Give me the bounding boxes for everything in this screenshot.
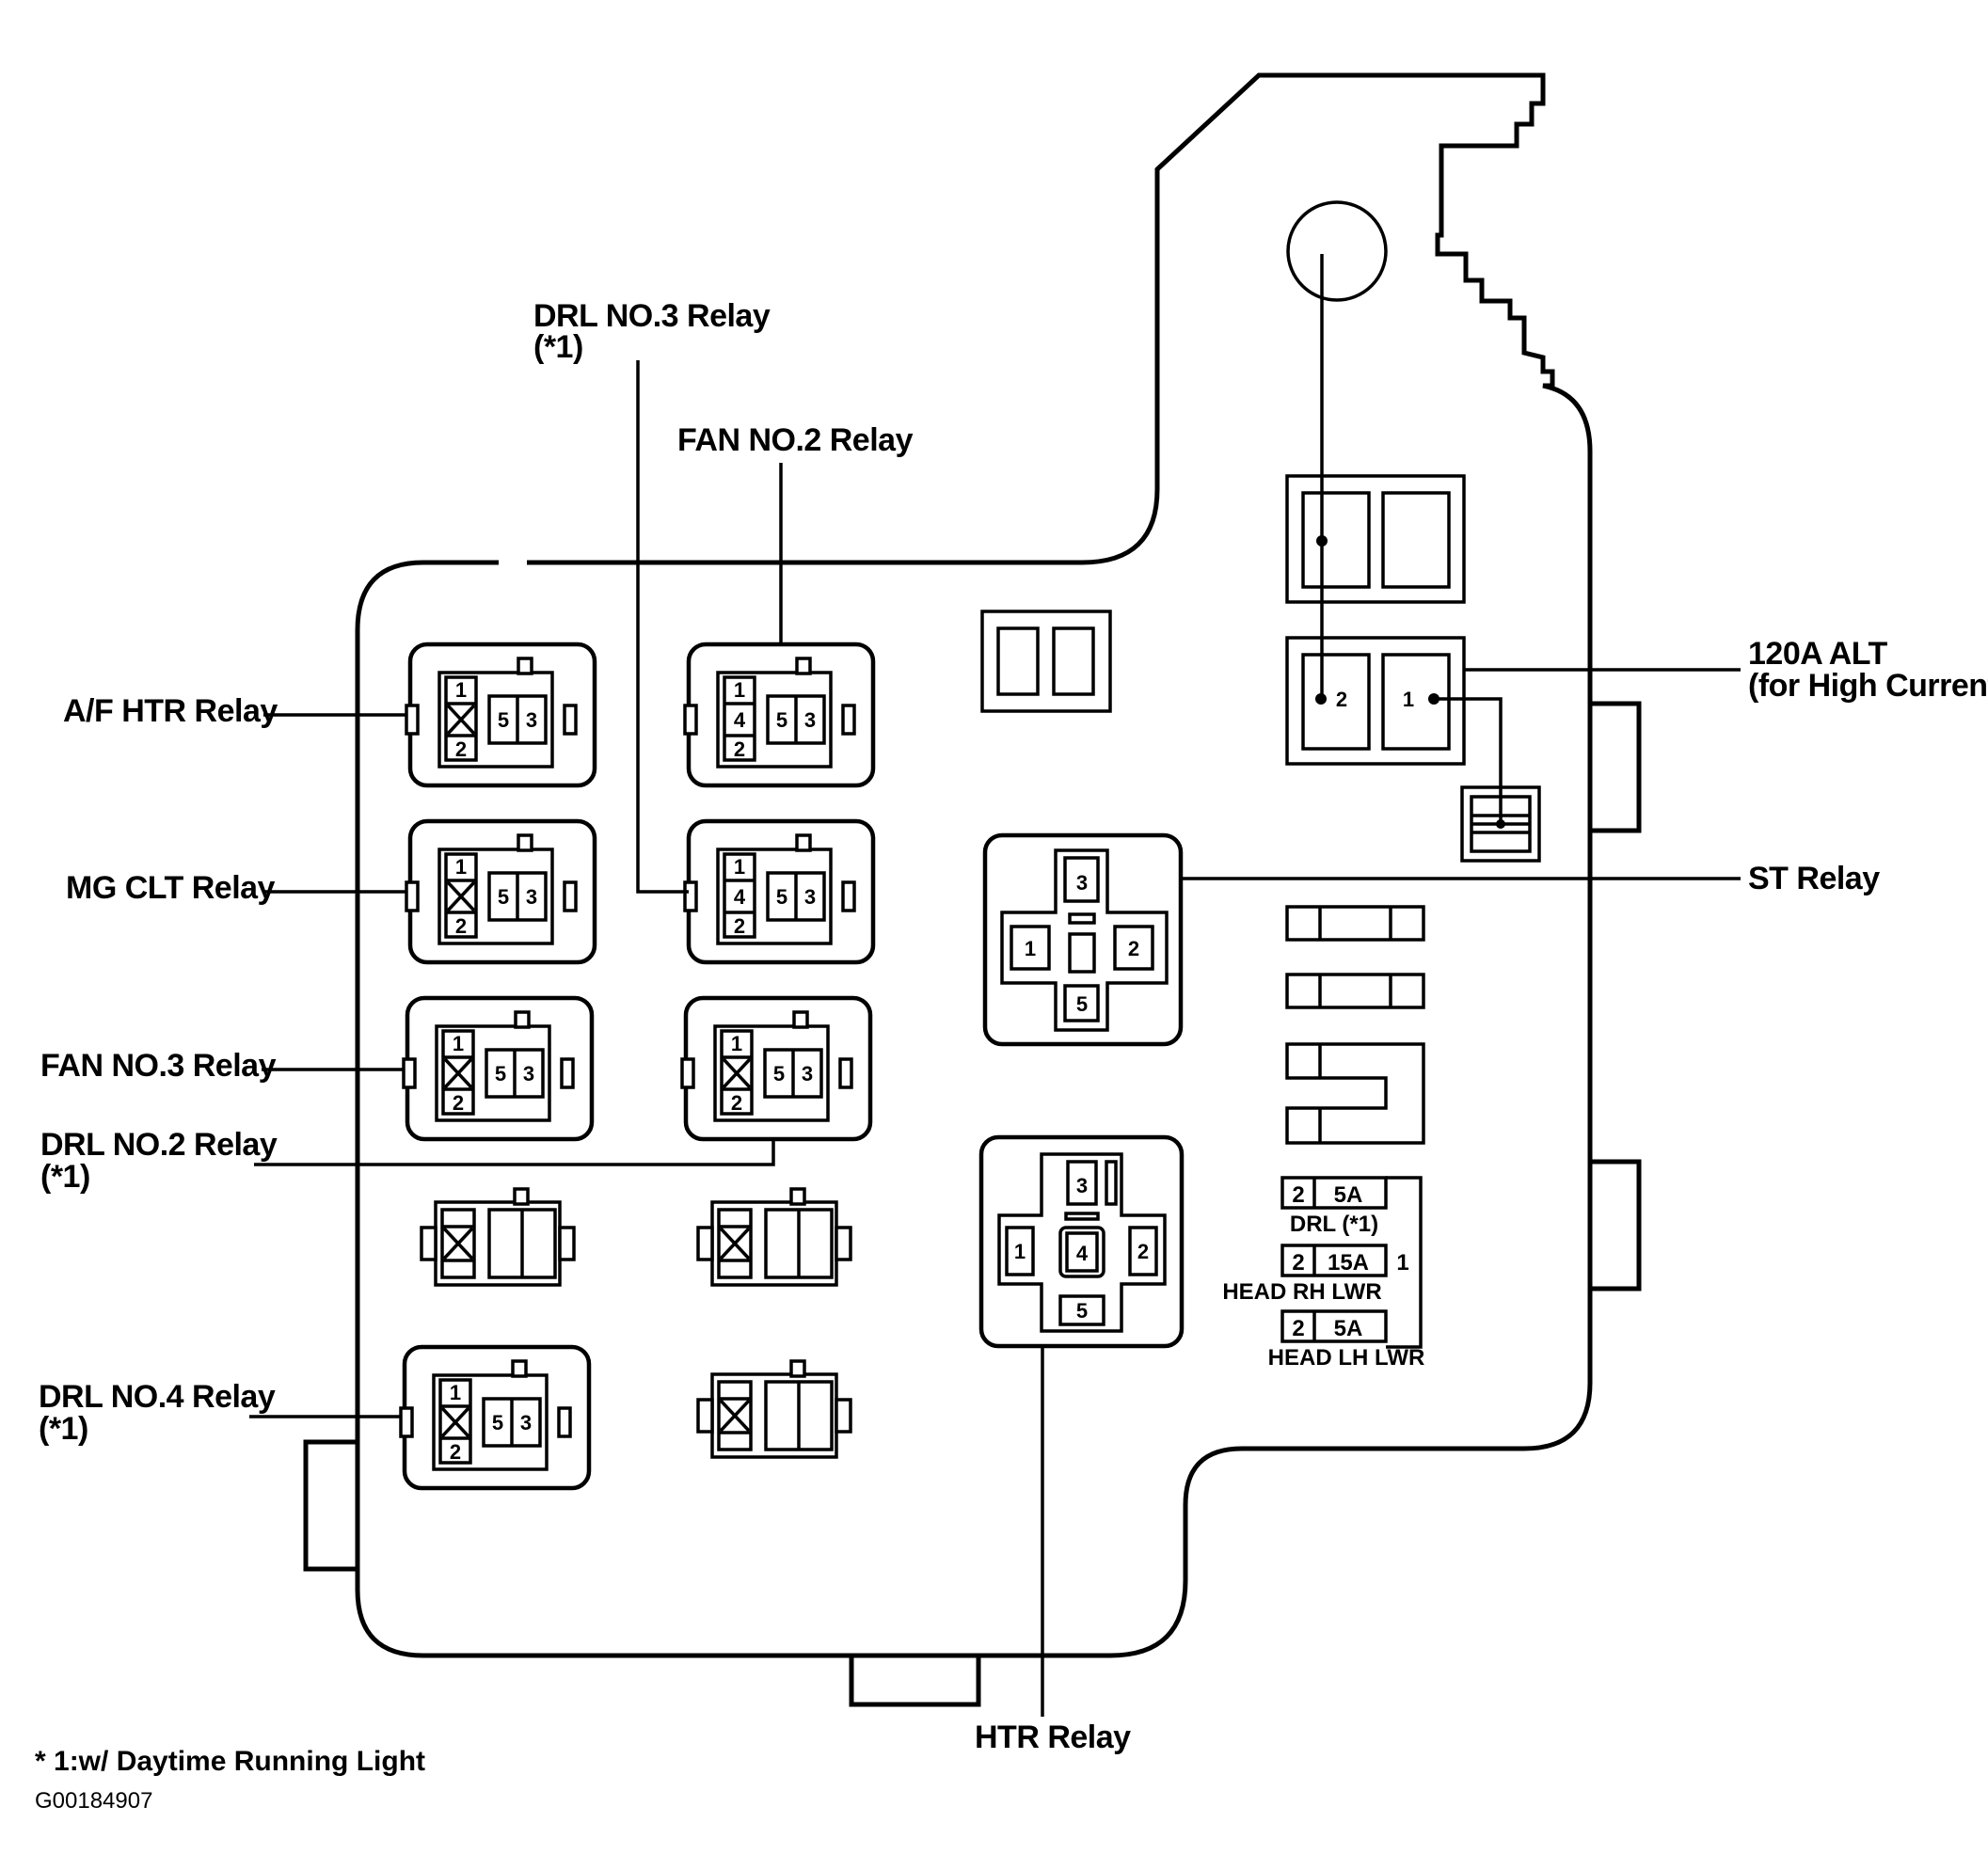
- pin-label: 5: [1076, 1299, 1088, 1323]
- housing-outline: [355, 72, 1593, 1658]
- pin-label: 3: [526, 708, 537, 732]
- fuse-drl-name: DRL (*1): [1290, 1212, 1378, 1237]
- fuse-slot-1: [1285, 905, 1425, 942]
- fuse-common-pin: 1: [1396, 1250, 1408, 1276]
- pin-label: 3: [804, 708, 816, 732]
- label-st-relay: ST Relay: [1748, 861, 1880, 896]
- relay-drl-no3: 1 4 2 5 3: [683, 818, 876, 965]
- pin-label: 2: [734, 737, 745, 761]
- pin-label: 2: [453, 1091, 464, 1115]
- pin-label: 4: [734, 885, 746, 909]
- housing-tab-right-lower: [1587, 1159, 1642, 1292]
- pin-label: 1: [1403, 688, 1414, 711]
- fuse-120a-alt: 2 1: [1285, 636, 1466, 766]
- label-htr-relay: HTR Relay: [975, 1719, 1131, 1755]
- relay-mg-clt: 1 2 5 3: [405, 818, 597, 965]
- pin-label: 2: [455, 737, 467, 761]
- relay-fan-no3: 1 2 5 3: [402, 995, 595, 1142]
- pin-label: 5: [495, 1062, 506, 1086]
- pin-label: 1: [450, 1381, 461, 1404]
- housing-tab-left: [303, 1439, 360, 1572]
- fuse-head-rh-pin: 2: [1292, 1250, 1304, 1276]
- terminal-bolt: [1286, 200, 1388, 302]
- label-fan-no3-relay: FAN NO.3 Relay: [40, 1048, 277, 1084]
- pin-label: 3: [802, 1062, 813, 1086]
- relay-drl-no4: 1 2 5 3: [399, 1344, 592, 1491]
- pin-label: 2: [1137, 1240, 1149, 1263]
- pin-label: 1: [453, 1032, 464, 1055]
- pin-label: 3: [804, 885, 816, 909]
- fuse-table: 2 5A DRL (*1) 2 15A HEAD RH LWR 2 5A HEA…: [1222, 1176, 1425, 1371]
- pin-label: 4: [734, 708, 746, 732]
- fusible-link-block-upper: [1285, 474, 1466, 604]
- pin-label: 1: [734, 678, 745, 702]
- figure-code: G00184907: [35, 1788, 152, 1814]
- pin-label: 5: [776, 708, 787, 732]
- pin-label: 3: [526, 885, 537, 909]
- pin-label: 5: [498, 708, 509, 732]
- relay-af-htr: 1 2 5 3: [405, 642, 597, 788]
- pin-label: 3: [523, 1062, 534, 1086]
- leader-drl-no2: [254, 1139, 775, 1166]
- label-af-htr-relay: A/F HTR Relay: [63, 693, 278, 729]
- pin-label: 2: [734, 914, 745, 938]
- fuse-head-rh-name: HEAD RH LWR: [1222, 1279, 1381, 1305]
- label-drl-no2-note: (*1): [40, 1159, 90, 1195]
- pin-label: 1: [455, 855, 467, 879]
- pin-label: 5: [492, 1411, 503, 1434]
- pin-label: 2: [1336, 688, 1347, 711]
- label-fan-no2-relay: FAN NO.2 Relay: [677, 422, 914, 458]
- fuse-head-lh-name: HEAD LH LWR: [1268, 1345, 1425, 1371]
- housing-tab-bottom: [849, 1653, 981, 1707]
- pin-label: 3: [1076, 871, 1088, 895]
- relay-fan-no2: 1 4 2 5 3: [683, 642, 876, 788]
- fuse-head-lh-pin: 2: [1292, 1316, 1304, 1341]
- label-drl-no4-relay: DRL NO.4 Relay: [39, 1379, 276, 1415]
- pin-label: 1: [734, 855, 745, 879]
- label-mg-clt-relay: MG CLT Relay: [66, 870, 276, 906]
- footnote: * 1:w/ Daytime Running Light: [35, 1746, 425, 1777]
- htr-relay-socket: 3 4 1 2 5: [978, 1134, 1185, 1349]
- label-alt-note: (for High Current): [1748, 668, 1988, 704]
- pin-label: 2: [450, 1440, 461, 1464]
- pin-label: 1: [455, 678, 467, 702]
- label-drl-no3-note: (*1): [533, 329, 583, 365]
- leader-drl-no3: [636, 360, 689, 894]
- label-drl-no3-relay: DRL NO.3 Relay: [533, 298, 771, 334]
- fuse-head-rh-amps: 15A: [1328, 1250, 1369, 1276]
- fuse-block-double: [980, 610, 1112, 713]
- label-drl-no4-note: (*1): [39, 1411, 88, 1447]
- pin-label: 4: [1076, 1242, 1089, 1265]
- pin-label: 5: [773, 1062, 785, 1086]
- fuse-drl-pin: 2: [1292, 1182, 1304, 1208]
- label-120a-alt: 120A ALT: [1748, 636, 1888, 672]
- relay-socket-empty-bottom: [696, 1359, 852, 1459]
- relay-drl-no2: 1 2 5 3: [680, 995, 873, 1142]
- fuse-slot-2: [1285, 973, 1425, 1009]
- relay-socket-empty-left: [420, 1187, 576, 1287]
- pin-label: 5: [1076, 992, 1088, 1016]
- relay-socket-empty-right: [696, 1187, 852, 1287]
- pin-label: 1: [731, 1032, 742, 1055]
- pin-label: 3: [1076, 1174, 1088, 1197]
- pin-label: 1: [1025, 937, 1036, 960]
- label-drl-no2-relay: DRL NO.2 Relay: [40, 1127, 278, 1163]
- pin-label: 2: [1128, 937, 1139, 960]
- pin-label: 3: [520, 1411, 532, 1434]
- pin-label: 1: [1014, 1240, 1026, 1263]
- fuse-slot-3: [1285, 1042, 1425, 1145]
- fuse-drl-amps: 5A: [1334, 1182, 1363, 1208]
- housing-tab-right-upper: [1587, 701, 1642, 833]
- pin-label: 5: [498, 885, 509, 909]
- fuse-head-lh-amps: 5A: [1334, 1316, 1363, 1341]
- st-relay-socket: 3 1 2 5: [982, 832, 1184, 1047]
- pin-label: 2: [731, 1091, 742, 1115]
- pin-label: 2: [455, 914, 467, 938]
- pin-label: 5: [776, 885, 787, 909]
